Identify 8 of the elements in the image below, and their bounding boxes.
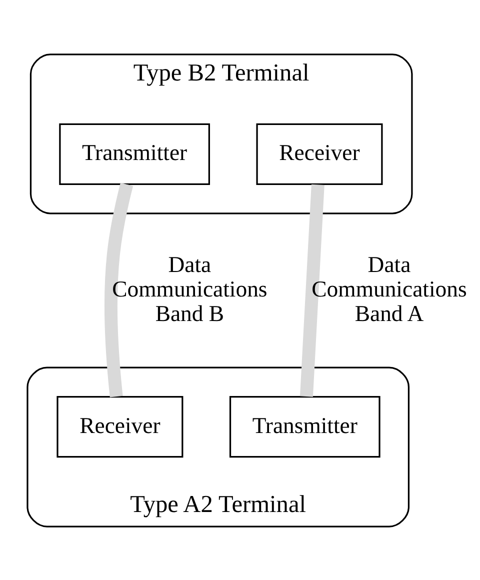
edge-label: Data Communications Band A [312, 252, 467, 326]
edge-label: Data Communications Band B [112, 252, 268, 326]
connector [104, 182, 134, 397]
node-box: Receiver [56, 395, 184, 458]
node-box: Transmitter [229, 395, 380, 458]
node-box: Transmitter [59, 122, 210, 185]
node-box: Receiver [256, 122, 383, 185]
connector [300, 184, 324, 396]
